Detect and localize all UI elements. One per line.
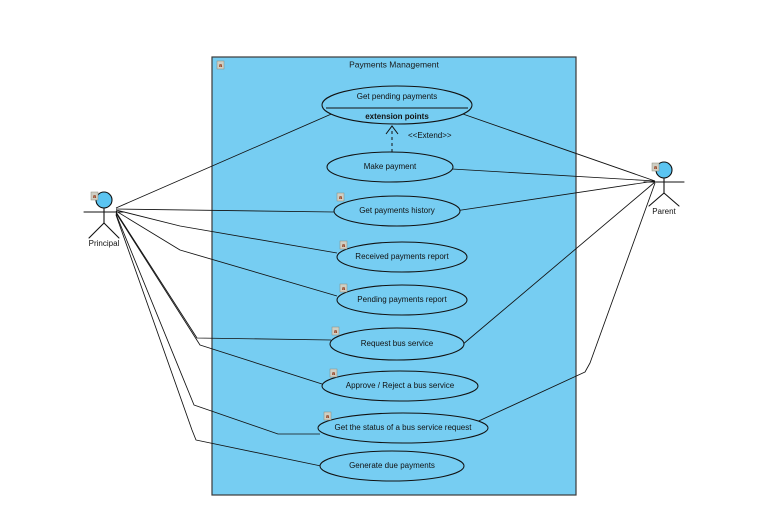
association-parent-request-bus-service[interactable]: [461, 181, 656, 346]
use-case-ellipse[interactable]: [321, 85, 473, 125]
actor-label: Parent: [652, 207, 676, 216]
use-case-ellipse[interactable]: [319, 450, 465, 482]
use-case-ellipse[interactable]: [317, 412, 489, 444]
use-case-ellipse[interactable]: [336, 284, 468, 316]
use-case-label: Approve / Reject a bus service: [346, 381, 455, 390]
association-principal-get-status[interactable]: [115, 213, 320, 435]
badge-letter: a: [339, 195, 343, 201]
use-case-label: Get pending payments: [357, 92, 438, 101]
use-case-ellipse[interactable]: [336, 241, 468, 273]
actor-head-icon[interactable]: [95, 191, 113, 209]
badge-letter: a: [342, 243, 346, 249]
use-case-ellipse[interactable]: [333, 195, 461, 227]
actor-leg-right: [663, 192, 680, 207]
association-principal-generate-due-payments[interactable]: [115, 214, 322, 467]
badge-letter: a: [334, 329, 338, 335]
extend-arrowhead-icon: [385, 125, 399, 135]
use-case-get-status-bus-service-request[interactable]: Get the status of a bus service request a: [317, 411, 489, 444]
badge-letter: a: [219, 63, 223, 69]
badge-box: [323, 411, 332, 421]
use-case-nodes: Get pending payments extension pointsMake…: [317, 85, 489, 482]
association-principal-get-payments-history[interactable]: [115, 208, 335, 213]
association-principal-get-pending-payments[interactable]: [115, 111, 337, 209]
use-case-label: Get payments history: [359, 206, 435, 215]
system-boundary-badge: a: [216, 60, 225, 70]
badge-box: [329, 368, 338, 378]
use-case-request-bus-service[interactable]: Request bus service a: [329, 326, 465, 361]
use-case-get-pending-payments[interactable]: Get pending payments extension points: [321, 85, 473, 125]
actor-leg-left: [648, 192, 665, 207]
use-case-approve-reject-bus-service[interactable]: Approve / Reject a bus service a: [321, 368, 479, 402]
association-principal-pending-payments-report[interactable]: [115, 210, 338, 297]
use-case-label: Make payment: [364, 162, 417, 171]
badge-box: [336, 192, 345, 202]
use-case-label: Request bus service: [361, 339, 434, 348]
actor-leg-right: [103, 222, 120, 239]
actor-label: Principal: [89, 239, 120, 248]
use-case-received-payments-report[interactable]: Received payments report a: [336, 240, 468, 273]
use-case-label: Pending payments report: [357, 295, 447, 304]
badge-box: [216, 60, 225, 70]
badge-letter: a: [326, 414, 330, 420]
association-principal-request-bus-service[interactable]: [115, 211, 332, 341]
association-parent-get-payments-history[interactable]: [454, 180, 656, 212]
association-parent-get-pending-payments[interactable]: [459, 112, 656, 182]
use-case-pending-payments-report[interactable]: Pending payments report a: [336, 283, 468, 316]
actor-parent[interactable]: Parent a: [643, 161, 685, 216]
association-parent-make-payment[interactable]: [451, 168, 656, 182]
use-case-ellipse[interactable]: [321, 370, 479, 402]
badge-box: [331, 326, 340, 336]
badge-box: [651, 162, 660, 172]
badge-box: [90, 191, 99, 201]
actor-leg-left: [88, 222, 105, 239]
actor-principal[interactable]: Principal a: [83, 191, 125, 248]
extend-stereotype-label: <<Extend>>: [408, 131, 452, 140]
association-parent-get-status[interactable]: [469, 182, 656, 426]
badge-box: [339, 240, 348, 250]
use-case-ellipse[interactable]: [326, 151, 454, 183]
badge-letter: a: [93, 194, 97, 200]
use-case-generate-due-payments[interactable]: Generate due payments: [319, 450, 465, 482]
extend-relationship: <<Extend>>: [385, 125, 452, 152]
badge-box: [339, 283, 348, 293]
use-case-extension-points-label: extension points: [365, 112, 429, 121]
association-principal-received-payments-report[interactable]: [115, 209, 338, 254]
badge-letter: a: [654, 165, 658, 171]
use-case-label: Generate due payments: [349, 461, 435, 470]
use-case-label: Get the status of a bus service request: [335, 423, 473, 432]
badge-letter: a: [332, 371, 336, 377]
use-case-get-payments-history[interactable]: Get payments history a: [333, 192, 461, 227]
system-boundary-title: Payments Management: [349, 59, 439, 69]
badge-letter: a: [342, 286, 346, 292]
use-case-make-payment[interactable]: Make payment: [326, 151, 454, 183]
association-principal-approve-reject[interactable]: [115, 212, 323, 385]
use-case-label: Received payments report: [355, 252, 449, 261]
use-case-ellipse[interactable]: [329, 327, 465, 361]
association-lines: [115, 111, 656, 467]
